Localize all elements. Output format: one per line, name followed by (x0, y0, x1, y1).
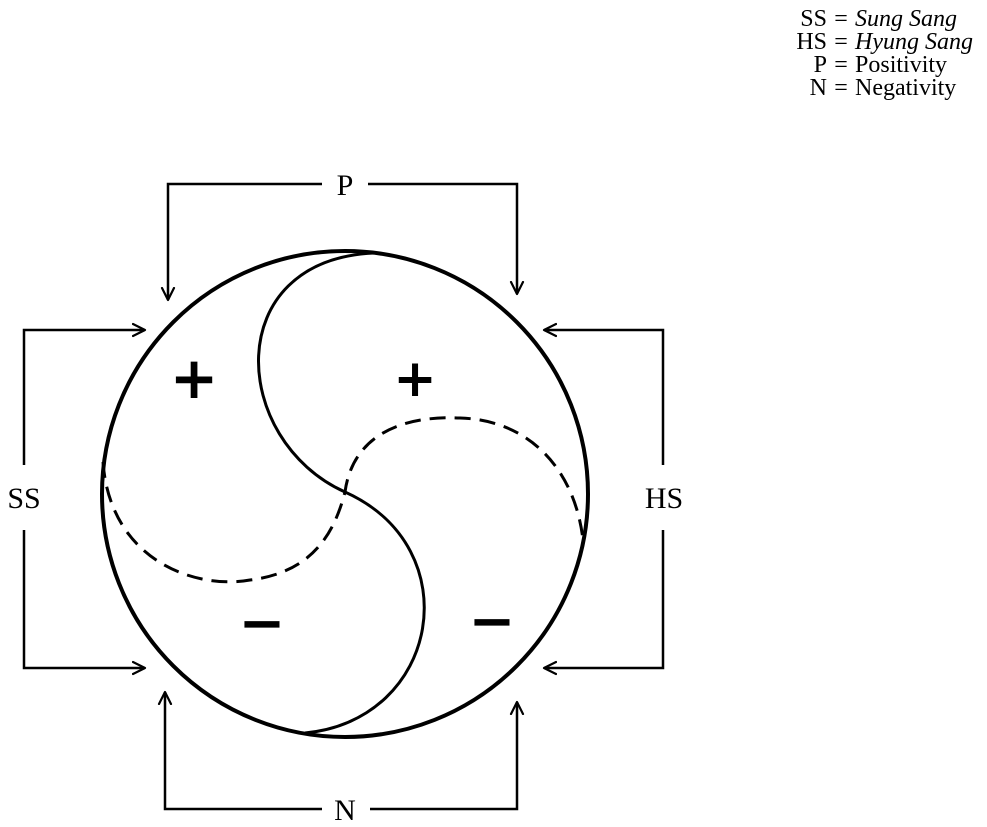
legend-abbr: N (809, 75, 827, 101)
sign-upper-right: + (393, 349, 437, 409)
legend-equals: = (834, 75, 848, 101)
legend-meaning: Sung Sang (855, 6, 957, 32)
n-bracket-arrow-left (165, 692, 322, 811)
legend-row-ss: SS = Sung Sang (720, 6, 982, 32)
outer-circle (100, 249, 590, 739)
label-hs: HS (645, 482, 683, 515)
ss-bracket-arrow-bottom (22, 530, 145, 668)
solid-s-curve (257, 251, 426, 735)
legend-row-n: N = Negativity (720, 75, 982, 101)
legend-equals: = (834, 29, 848, 55)
legend-equals: = (834, 6, 848, 32)
sign-upper-left: + (170, 344, 219, 412)
ss-bracket-arrow-top (22, 330, 145, 465)
legend: SS = Sung Sang HS = Hyung Sang P = Posit… (720, 6, 982, 101)
legend-meaning: Negativity (855, 75, 957, 101)
label-ss: SS (7, 482, 40, 515)
hs-bracket-arrow-top (544, 330, 665, 465)
sign-lower-left: − (239, 591, 286, 656)
dashed-s-curve (101, 416, 585, 584)
legend-abbr: SS (800, 6, 827, 32)
legend-row-p: P = Positivity (720, 52, 982, 78)
legend-meaning: Hyung Sang (855, 29, 973, 55)
legend-row-hs: HS = Hyung Sang (720, 29, 982, 55)
legend-abbr: P (813, 52, 827, 78)
n-bracket-arrow-right (370, 702, 517, 811)
p-bracket-arrow-right (368, 182, 517, 294)
legend-abbr: HS (796, 29, 827, 55)
p-bracket-arrow-left (168, 182, 322, 300)
sign-lower-right: − (469, 589, 516, 654)
hs-bracket-arrow-bottom (544, 530, 665, 668)
label-p: P (337, 169, 354, 202)
legend-equals: = (834, 52, 848, 78)
label-n: N (334, 794, 356, 827)
legend-meaning: Positivity (855, 52, 948, 78)
